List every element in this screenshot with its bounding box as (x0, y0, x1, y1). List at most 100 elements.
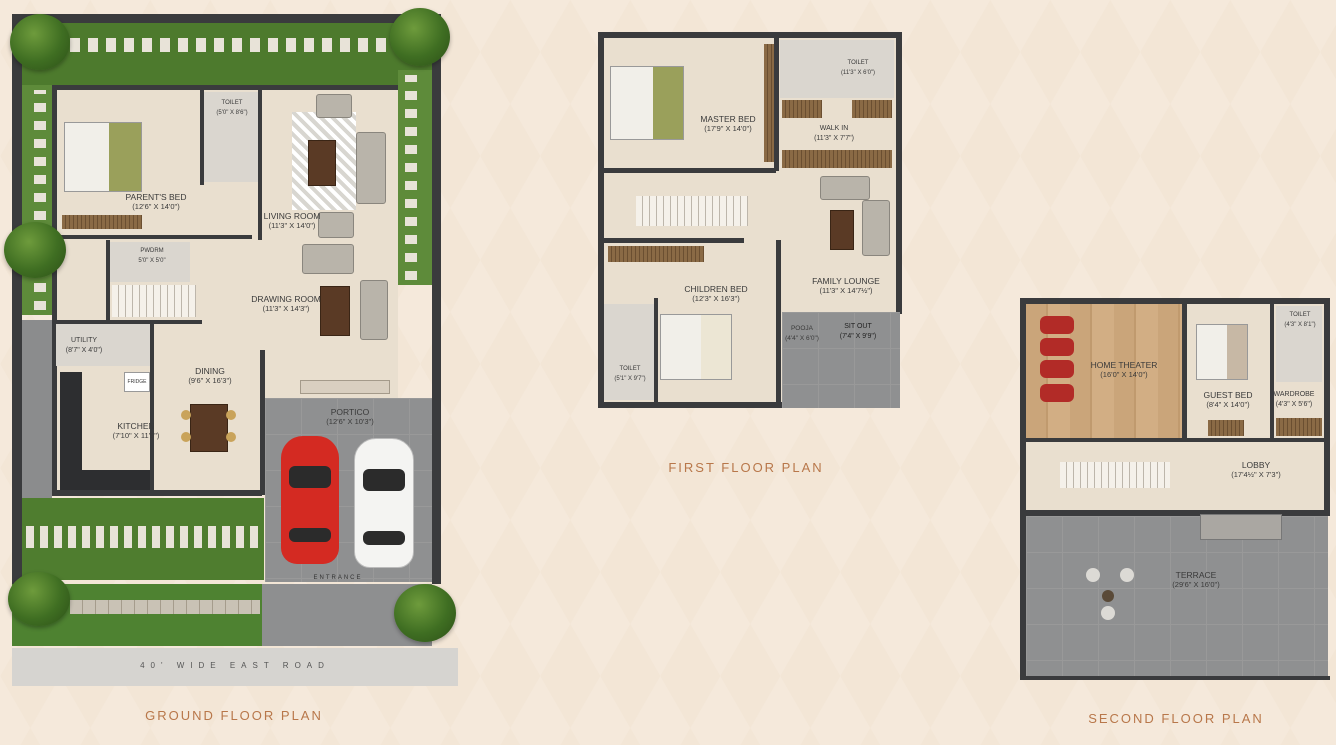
label-guest-bed: GUEST BED(8'4" X 14'0") (1203, 390, 1253, 409)
theater-seat-4 (1040, 384, 1074, 402)
paver-col-right (405, 75, 417, 280)
label-living-room: LIVING ROOM(11'3" X 14'0") (263, 211, 321, 230)
wall-j (106, 240, 110, 320)
ff-lounge-sofa-right (862, 200, 890, 256)
wall-e (200, 90, 204, 185)
ff-wall-v1 (774, 36, 779, 171)
sf-wall-right (1324, 298, 1330, 516)
ff-walkin-wardrobe-3 (782, 150, 892, 168)
terrace-step (1200, 514, 1282, 540)
tree-top-left (10, 14, 70, 70)
second-floor-title: SECOND FLOOR PLAN (1088, 711, 1264, 726)
wall-h (150, 320, 154, 495)
sf-wall-left (1020, 298, 1026, 680)
theater-seat-2 (1040, 338, 1074, 356)
ground-stairs (112, 285, 196, 317)
parents-wardrobe (62, 215, 142, 229)
label-family-lounge: FAMILY LOUNGE(11'3" X 14'7½") (812, 276, 880, 295)
front-planter (70, 600, 260, 614)
theater-seat-1 (1040, 316, 1074, 334)
dining-chair-4 (226, 432, 236, 442)
ff-toilet-floor (780, 40, 894, 98)
sf-guest-wardrobe (1208, 420, 1244, 436)
first-floor-title: FIRST FLOOR PLAN (668, 460, 824, 475)
utility-floor (56, 324, 150, 366)
ff-walkin-wardrobe-2 (852, 100, 892, 118)
label-utility: UTILITY(8'7" X 4'0") (65, 337, 103, 354)
side-passage (22, 320, 52, 500)
tree-bottom-left (8, 572, 70, 626)
garden-top (22, 23, 432, 85)
ff-wall-right (896, 32, 902, 314)
wall-g (52, 490, 262, 496)
label-lobby: LOBBY(17'4½" X 7'3") (1231, 460, 1281, 479)
ground-wall-left (12, 14, 22, 584)
ff-wall-v3 (776, 240, 781, 406)
label-ff-toilet2: TOILET(5'1" X 9'7") (614, 366, 646, 382)
parents-bed-furniture (64, 122, 142, 192)
drawing-table (320, 286, 350, 336)
terrace-floor (1026, 516, 1328, 680)
ff-wall-h1 (600, 168, 776, 173)
label-ground-toilet: TOILET(5'0" X 8'6") (216, 100, 248, 116)
wall-b (52, 85, 57, 495)
label-parents-bed: PARENT'S BED(12'6" X 14'0") (125, 192, 187, 211)
label-sf-toilet: TOILET(4'3" X 8'1") (1284, 312, 1316, 328)
tree-bottom-right (394, 584, 456, 642)
dining-table (190, 404, 228, 452)
living-sofa-right (356, 132, 386, 204)
ff-lounge-sofa-top (820, 176, 870, 200)
label-drawing-room: DRAWING ROOM(11'3" X 14'3") (251, 294, 321, 313)
pwdrm-floor (110, 242, 190, 282)
wall-c (52, 235, 252, 239)
label-master-bed: MASTER BED(17'9" X 14'0") (700, 114, 756, 133)
ground-toilet-floor (204, 92, 258, 182)
ff-stairs (636, 196, 748, 226)
wall-i (260, 350, 265, 495)
entrance-label: ENTRANCE (313, 575, 363, 581)
wall-a (52, 85, 398, 90)
ground-floor-title: GROUND FLOOR PLAN (145, 708, 323, 723)
dining-chair-2 (181, 432, 191, 442)
label-kitchen: KITCHEN(7'10" X 11'9") (112, 421, 160, 440)
sit-out-floor (782, 312, 900, 408)
fridge-label: FRIDGE (127, 379, 147, 385)
terrace-chair-3 (1101, 606, 1115, 620)
living-table (308, 140, 336, 186)
sf-terrace-wall-bottom (1020, 676, 1330, 680)
ff-toilet2-floor (604, 304, 654, 400)
tree-top-right (390, 8, 450, 66)
east-road: 40' WIDE EAST ROAD (12, 648, 458, 686)
sf-wall-mid (1020, 510, 1330, 516)
ground-wall-right (432, 14, 441, 584)
ff-wall-top (598, 32, 902, 38)
guest-bed-furniture (1196, 324, 1248, 380)
ff-lounge-table (830, 210, 854, 250)
ff-walkin-wardrobe-1 (782, 100, 822, 118)
paver-row-top (70, 38, 390, 52)
wall-d (258, 90, 262, 240)
label-sf-wardrobe: WARDROBE(4'3" X 5'6") (1273, 391, 1315, 408)
master-bed-furniture (610, 66, 684, 140)
fridge-box (124, 372, 150, 392)
car-white (354, 438, 414, 568)
paver-row-bottom (26, 526, 262, 548)
ff-master-wardrobe (764, 44, 774, 162)
ff-wall-bottom (598, 402, 784, 408)
sf-wardrobe (1276, 418, 1322, 436)
label-home-theater: HOME THEATER(16'0" X 14'0") (1090, 360, 1158, 379)
label-dining: DINING(9'6" X 16'3") (188, 366, 232, 385)
label-walk-in: WALK IN(11'3" X 7'7") (814, 125, 854, 142)
terrace-chair-1 (1086, 568, 1100, 582)
dining-chair-1 (181, 410, 191, 420)
car-red (281, 436, 339, 564)
sf-toilet-floor (1276, 306, 1322, 382)
label-children-bed: CHILDREN BED(12'3" X 16'3") (684, 284, 748, 303)
ff-children-wardrobe (608, 246, 704, 262)
sf-wall-v2 (1270, 302, 1274, 440)
sf-stairs (1060, 462, 1170, 488)
dining-chair-3 (226, 410, 236, 420)
